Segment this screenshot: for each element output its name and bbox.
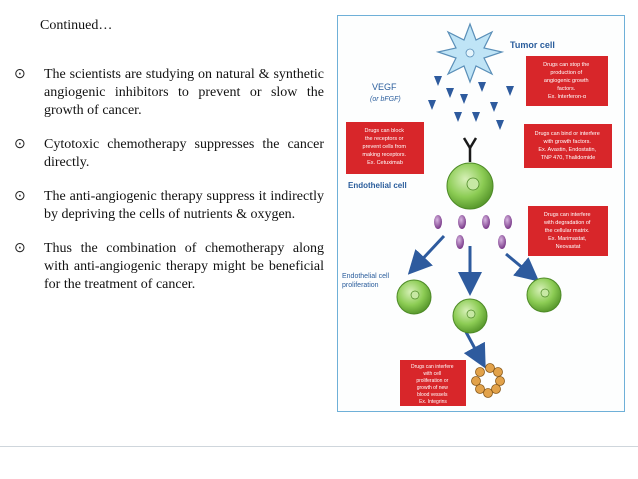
blood-vessel-icon [471,363,505,398]
bullet-circle-icon: ⊙ [14,241,26,256]
tumor-cell-label: Tumor cell [510,40,555,50]
bullet-text: Cytotoxic chemotherapy suppresses the ca… [44,137,324,170]
angiogenesis-diagram: Tumor cell Drugs can stop the production… [342,22,612,406]
matrix-enzymes [434,215,512,249]
svg-text:Drugs can interfere with: Drugs can interfere with degradation of … [543,212,592,250]
bullet-item: ⊙ Cytotoxic chemotherapy suppresses the … [14,136,324,172]
drug-box-proliferation [400,360,466,406]
svg-text:Drugs can block the rece: Drugs can block the receptors or prevent… [362,128,407,166]
bullet-circle-icon: ⊙ [14,67,26,82]
bullet-item: ⊙ Thus the combination of chemotherapy a… [14,240,324,294]
angiogenesis-figure: Tumor cell Drugs can stop the production… [337,15,625,412]
bullet-circle-icon: ⊙ [14,137,26,152]
endothelial-cell-label: Endothelial cell [348,181,407,190]
proliferation-label: Endothelial cell proliferation [342,273,391,289]
svg-text:Drugs can bind or interfere: Drugs can bind or interfere with growth … [535,131,602,161]
bullet-item: ⊙ The anti-angiogenic therapy suppress i… [14,188,324,224]
vegf-molecules [428,76,514,130]
drug-box-receptors [346,122,424,174]
drug-box-growth-factors [526,56,608,106]
svg-text:Drugs can stop the produ: Drugs can stop the production of angioge… [543,62,591,100]
receptor-icon [462,137,478,162]
daughter-cells [396,277,562,334]
vegf-label: VEGF [372,82,397,92]
bullet-item: ⊙ The scientists are studying on natural… [14,66,324,120]
bullet-text: The scientists are studying on natural &… [44,67,324,118]
bullet-text: The anti-angiogenic therapy suppress it … [44,189,324,222]
vegf-sub-label: (or bFGF) [370,96,401,103]
drug-box-bind-growth-factors [524,124,612,168]
svg-text:Drugs can interfere with: Drugs can interfere with cell proliferat… [411,364,455,405]
proliferation-arrows [407,234,540,369]
bullet-circle-icon: ⊙ [14,189,26,204]
slide-heading: Continued… [40,18,113,33]
footer-divider [0,446,638,447]
bullet-text: Thus the combination of chemotherapy alo… [44,241,324,292]
drug-box-matrix [528,206,608,256]
bullet-list: ⊙ The scientists are studying on natural… [14,66,324,310]
